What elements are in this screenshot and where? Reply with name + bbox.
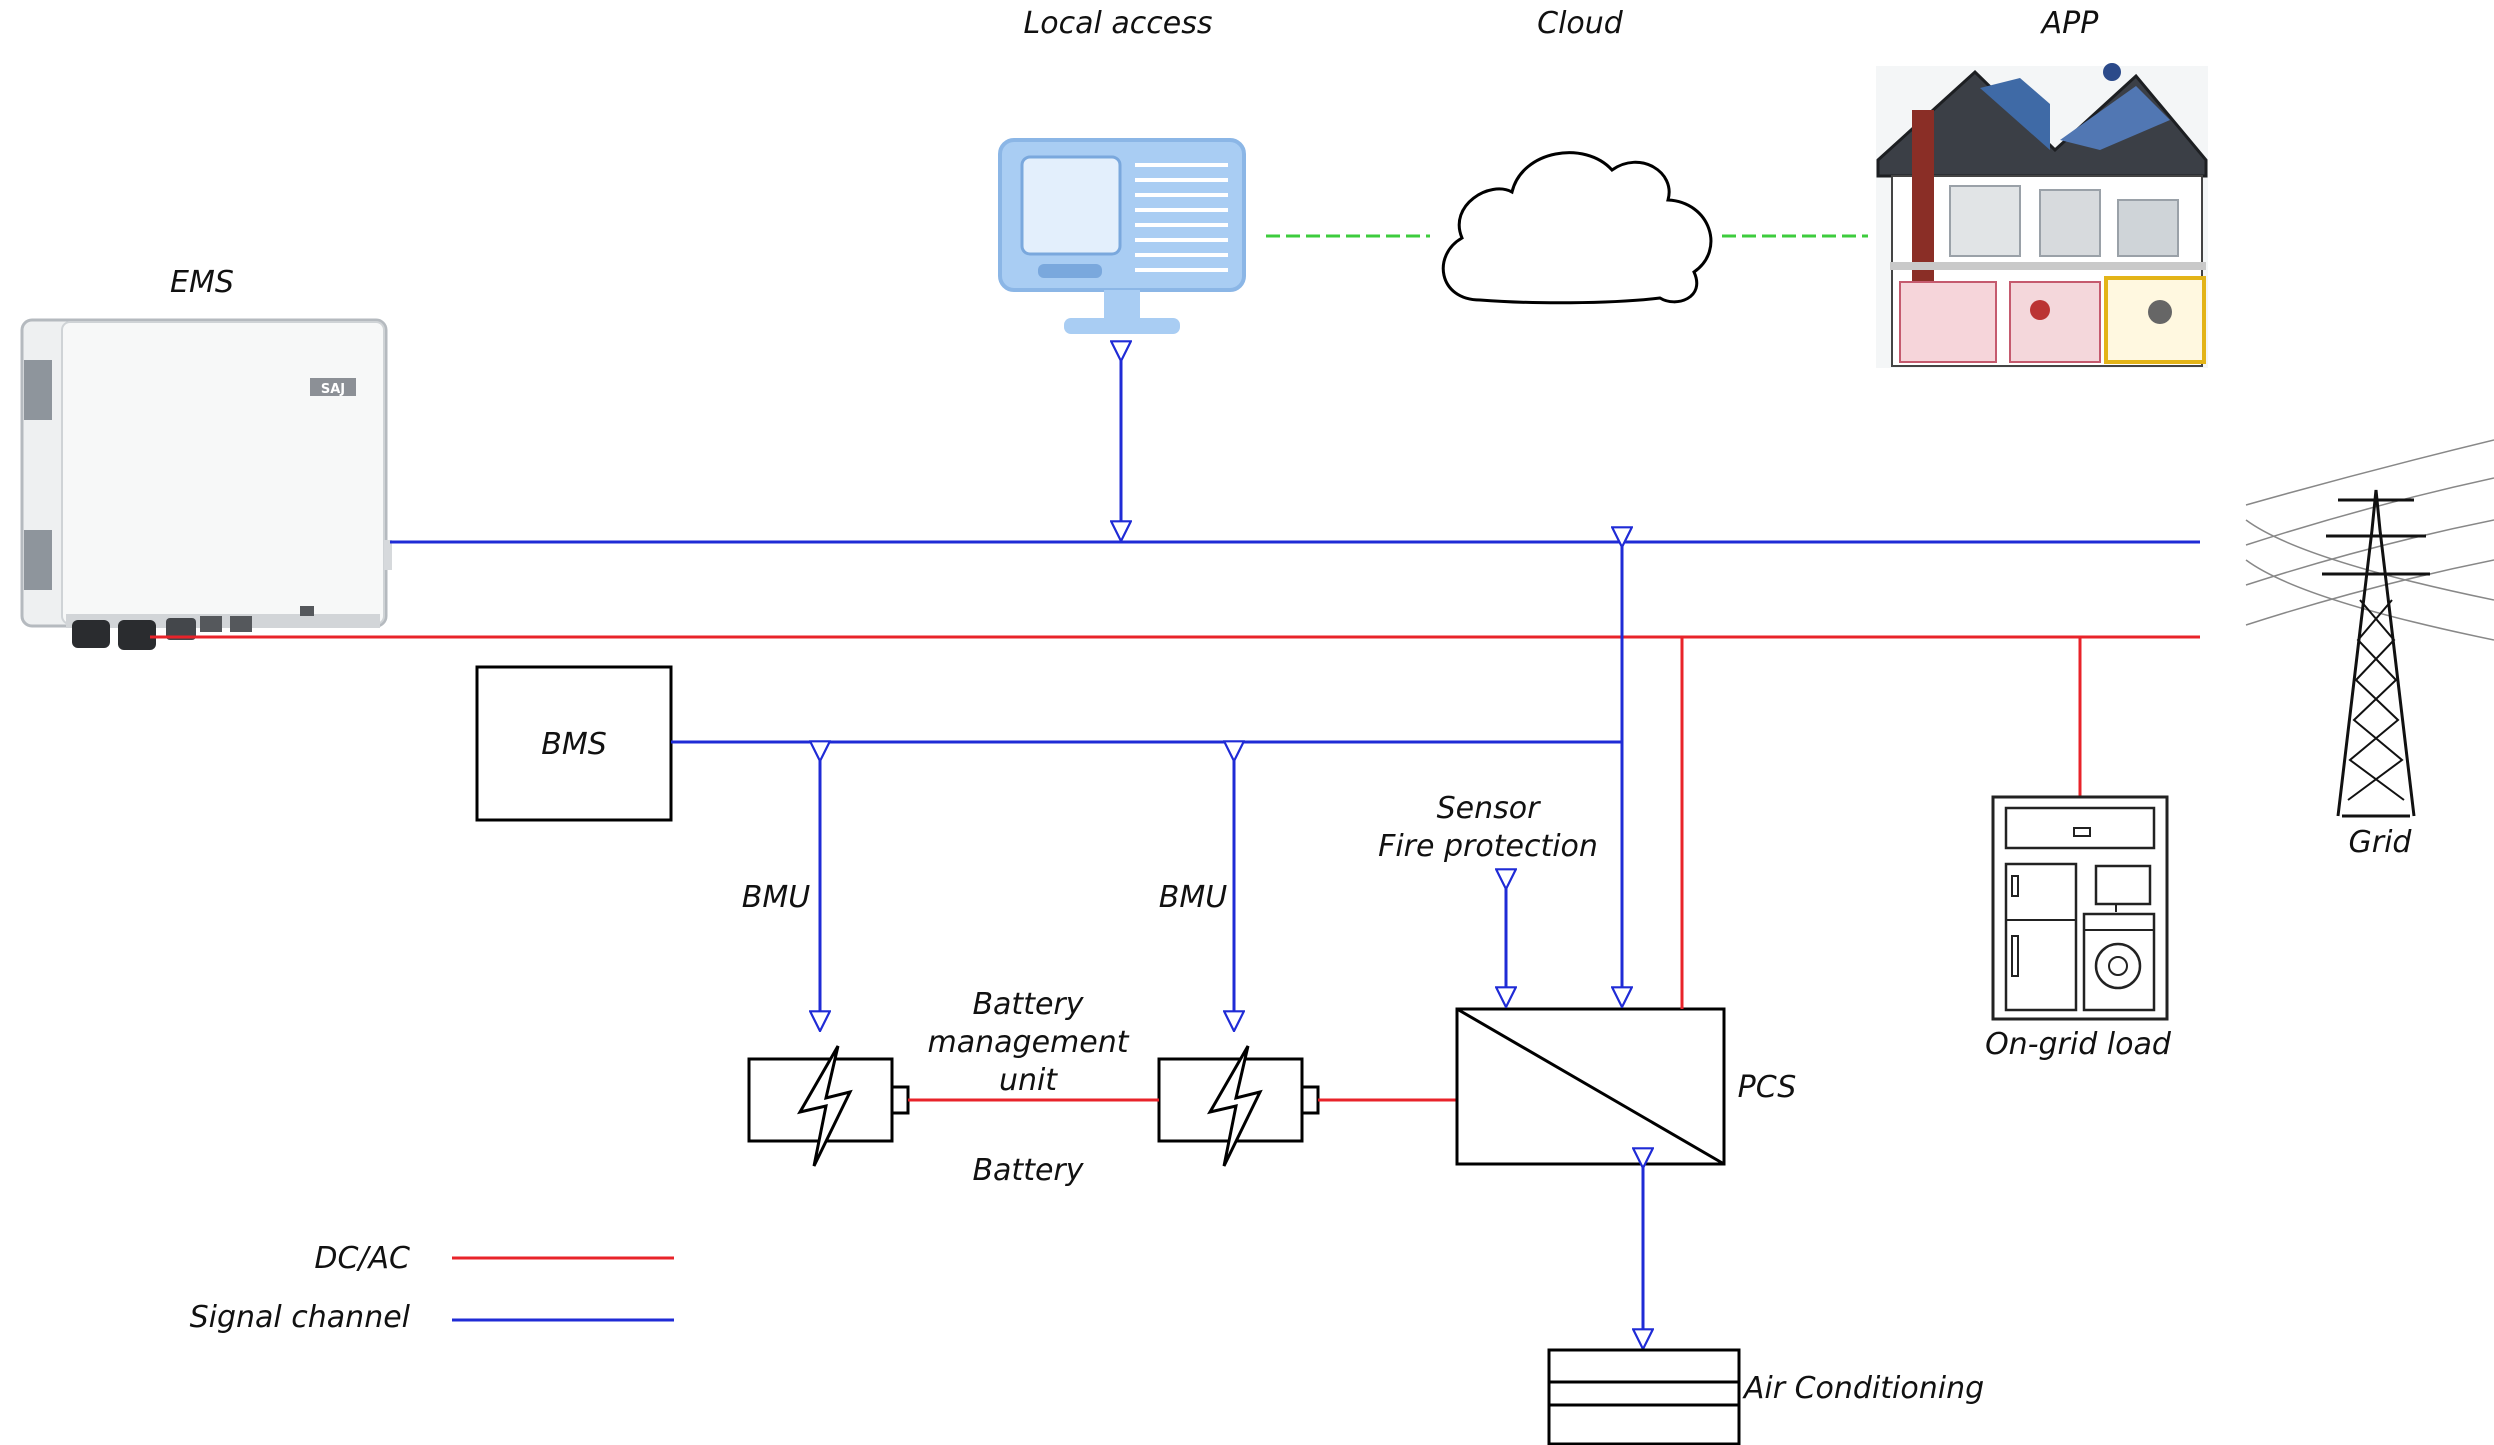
battery-management-unit-label-line2: management (928, 1025, 1130, 1060)
air-conditioning-label: Air Conditioning (1742, 1371, 1984, 1406)
legend: DC/AC Signal channel (190, 1241, 674, 1335)
sensor-label: Sensor (1437, 791, 1541, 826)
local-access-label: Local access (1024, 6, 1213, 41)
battery-right-icon (1157, 1045, 1320, 1167)
grid-label: Grid (2349, 825, 2413, 860)
bms-box (475, 665, 673, 822)
app-label: APP (2040, 6, 2100, 41)
air-conditioning-unit (1547, 1348, 1741, 1445)
bmu-right-label: BMU (1159, 880, 1227, 915)
pcs-converter-diagonal (1456, 1007, 1725, 1166)
on-grid-load-label: On-grid load (1985, 1027, 2172, 1062)
pcs-label: PCS (1738, 1070, 1797, 1105)
cloud-icon (1441, 151, 1713, 305)
ems-inverter-device: SAJ (20, 318, 392, 650)
smart-home-icon (1876, 63, 2208, 368)
battery-management-unit-label-line3: unit (999, 1063, 1058, 1098)
monitor-icon (998, 138, 1246, 334)
battery-left-icon (747, 1045, 910, 1167)
bms-label: BMS (541, 727, 607, 762)
ems-brand-logo: SAJ (321, 382, 345, 397)
grid-tower-icon (2245, 439, 2494, 818)
battery-label: Battery (972, 1153, 1084, 1188)
legend-dc-ac-label: DC/AC (314, 1241, 410, 1276)
bmu-left-label: BMU (742, 880, 810, 915)
legend-signal-channel-label: Signal channel (190, 1300, 411, 1335)
on-grid-load-icon (1991, 795, 2169, 1021)
fire-protection-label: Fire protection (1378, 829, 1598, 864)
cloud-label: Cloud (1537, 6, 1624, 41)
battery-management-unit-label-line1: Battery (972, 987, 1084, 1022)
ems-label: EMS (170, 265, 234, 300)
